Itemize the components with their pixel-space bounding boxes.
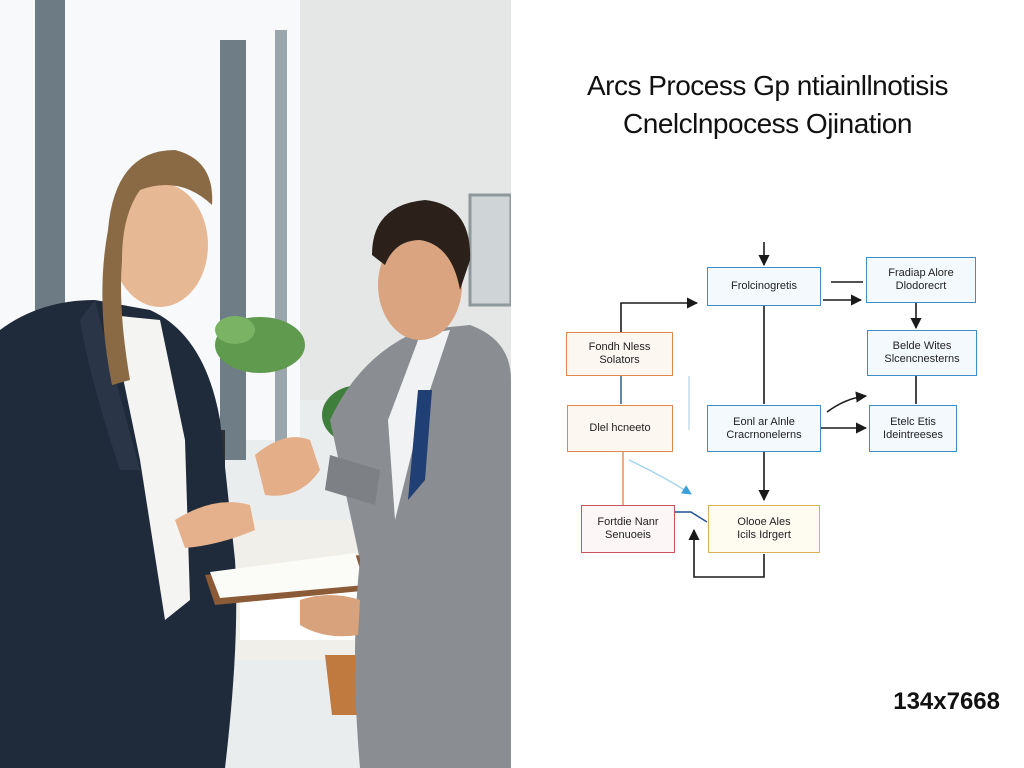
office-photo <box>0 0 511 768</box>
flow-step-8: Fortdie Nanr Senuoeis <box>581 505 675 553</box>
photo-illustration <box>0 0 511 768</box>
flow-step-4: Dlel hcneeto <box>567 405 673 452</box>
flow-step-9: Olooe Ales Icils Idrgert <box>708 505 820 553</box>
arrow-loop-n9 <box>688 528 765 578</box>
arrow-n5-curve <box>826 391 868 413</box>
dimensions-label: 134x7668 <box>893 688 1000 715</box>
flow-step-7: Etelc Etis Ideintreeses <box>869 405 957 452</box>
flow-step-5: Eonl ar Alnle Cracrnonelerns <box>707 405 821 452</box>
diagram-panel: Arcs Process Gp ntiainllnotisis Cnelclnp… <box>511 0 1024 768</box>
flow-step-6: Belde Wites Slcencnesterns <box>867 330 977 376</box>
flow-step-2: Fradiap Alore Dlodorecrt <box>866 257 976 303</box>
diagram-title-line-2: Cnelclnpocess Ojination <box>623 108 912 139</box>
arrow-n3-to-n1 <box>620 297 699 332</box>
diagram-title-line-1: Arcs Process Gp ntiainllnotisis <box>586 70 949 101</box>
flow-connectors <box>620 242 922 578</box>
arrow-n4-to-n9 <box>628 459 692 495</box>
flow-step-3: Fondh Nless Solators <box>566 332 673 376</box>
line-n8-to-n9 <box>674 511 708 523</box>
flow-step-1: Frolcinogretis <box>707 267 821 306</box>
